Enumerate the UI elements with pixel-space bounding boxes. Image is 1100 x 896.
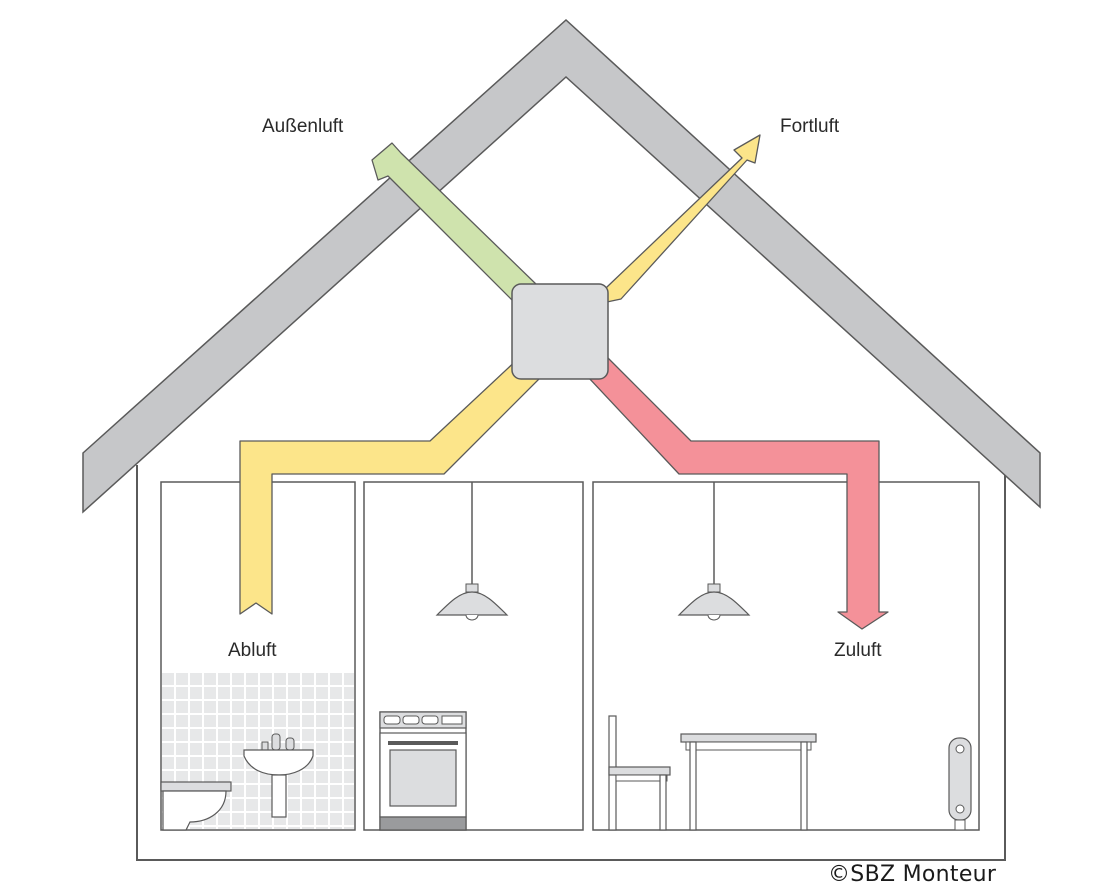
label-extract-air: Abluft [228,640,277,661]
room-living [592,481,980,831]
radiator-icon [948,737,972,831]
stove-icon [379,711,467,831]
label-supply-air: Zuluft [834,640,882,661]
toilet-icon [160,781,232,831]
ceiling-lamp-icon [677,482,751,621]
table-icon [680,733,817,831]
outdoor-air-duct [371,142,539,307]
supply-air-duct [587,356,889,630]
chair-icon [608,715,671,831]
house-walls [136,465,1006,861]
label-outdoor-air: Außenluft [262,116,344,137]
extract-air-duct [239,356,542,615]
copyright-credit: ©SBZ Monteur [828,862,997,887]
label-exhaust-air: Fortluft [780,116,840,137]
room-kitchen [363,481,584,831]
sink-icon [243,733,314,818]
roof [82,18,1041,514]
ventilation-unit-icon [511,283,609,380]
ceiling-lamp-icon [435,482,509,621]
